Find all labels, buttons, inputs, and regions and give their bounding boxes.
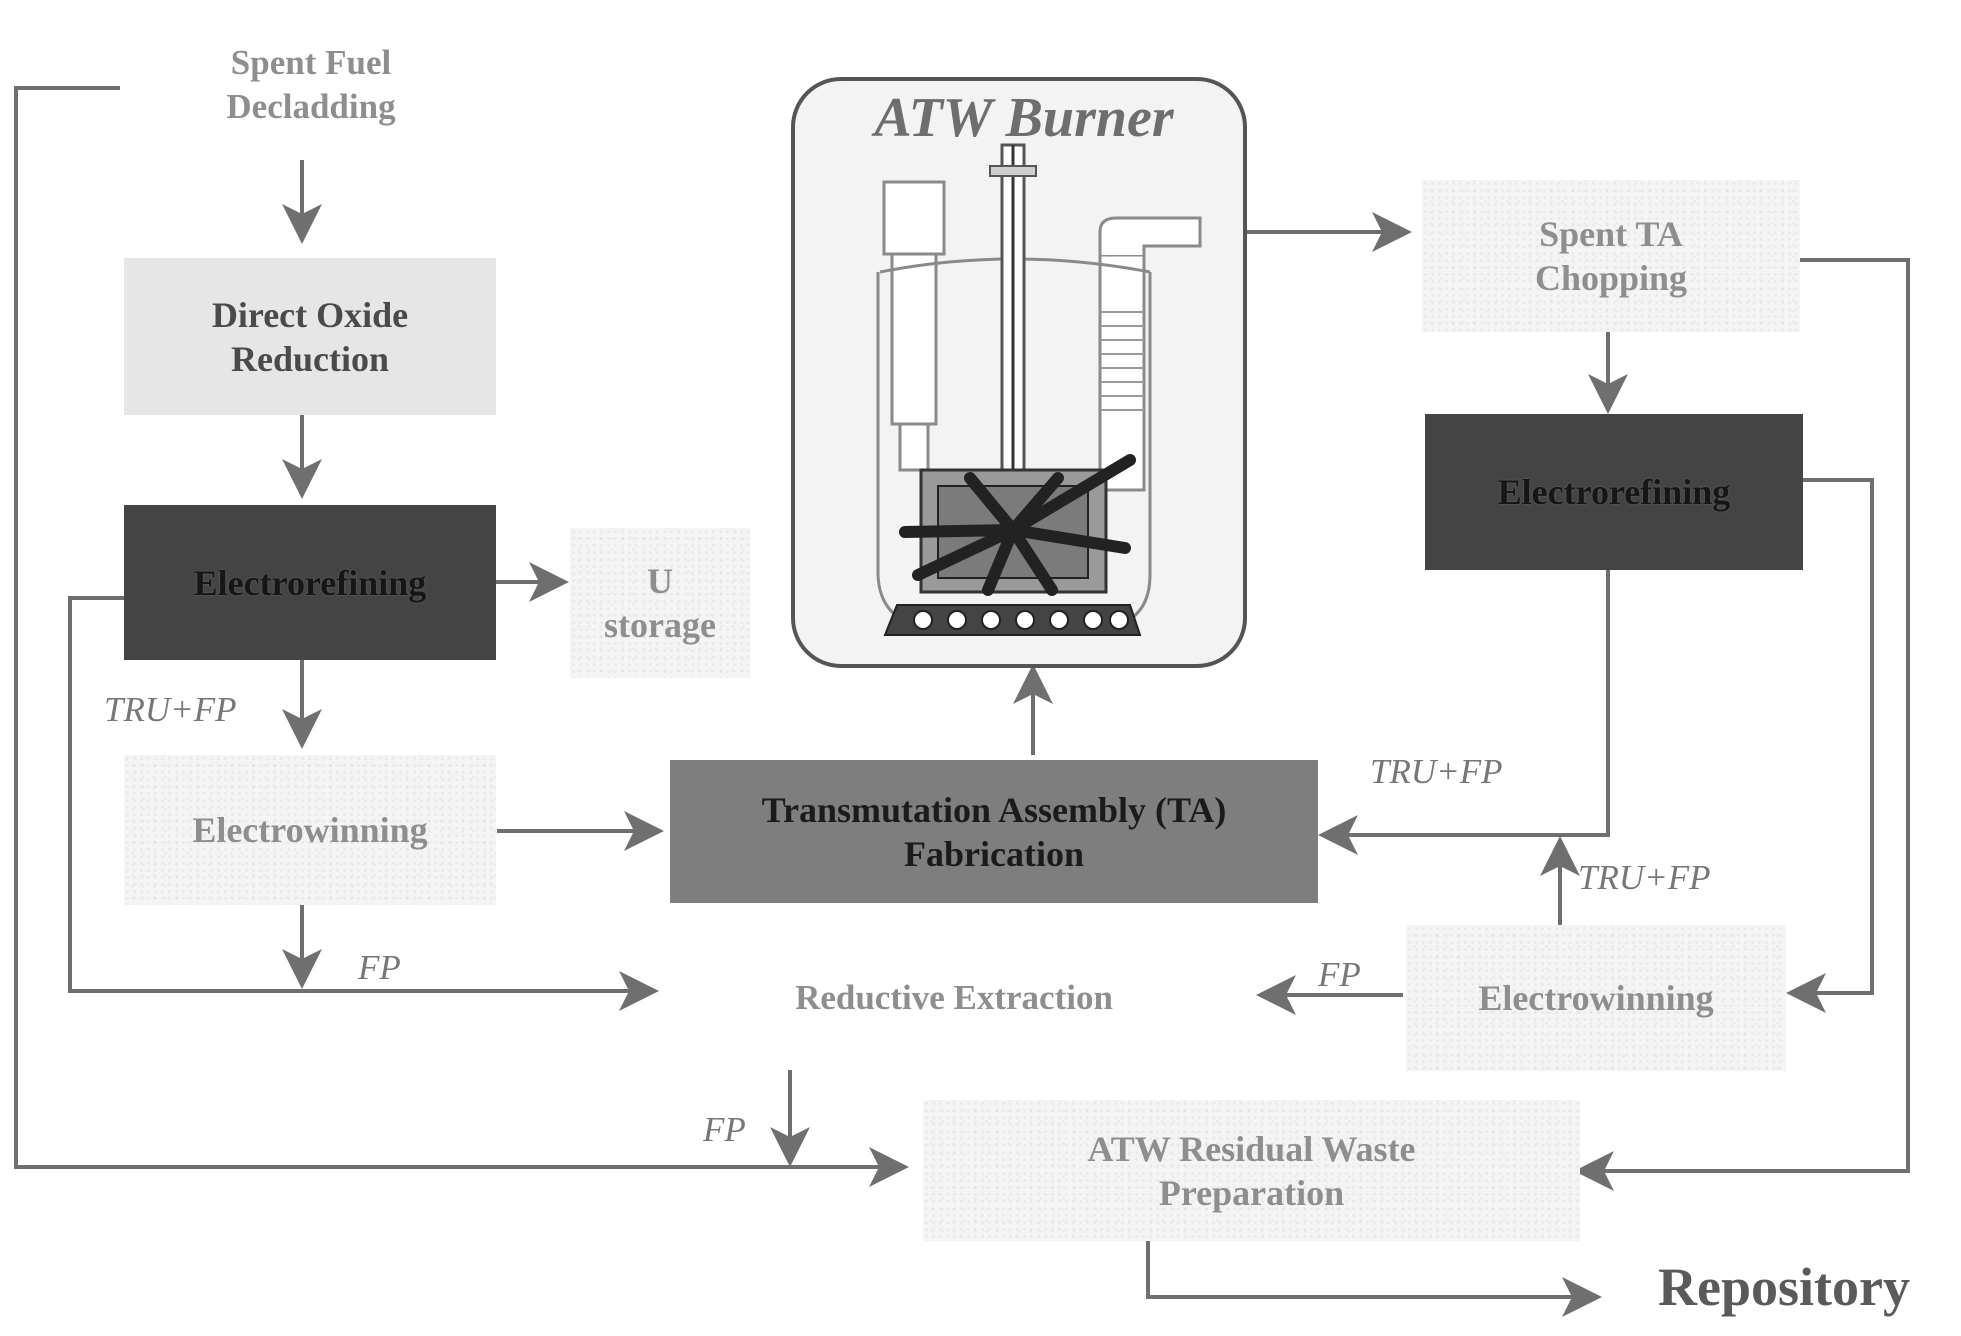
spallation-burst	[899, 454, 1136, 596]
repository-label: Repository	[1640, 1250, 1928, 1324]
arrow-electrorefining-bypass-to-reductive	[68, 596, 659, 1011]
direct-oxide-reduction-box: Direct Oxide Reduction	[124, 258, 496, 415]
flow-label-tru-fp-right-top: TRU+FP	[1370, 752, 1503, 791]
heat-exchanger	[1098, 253, 1146, 492]
reductive-extraction-box: Reductive Extraction	[660, 925, 1248, 1070]
residual-waste-box: ATW Residual Waste Preparation	[923, 1100, 1580, 1241]
arrow-spent-ta-to-residual-waste	[1574, 258, 1910, 1191]
beam-flange	[989, 165, 1037, 177]
arrow-residual-waste-to-repository	[1146, 1241, 1602, 1317]
flow-label-fp-left: FP	[358, 948, 401, 987]
pump-motor	[882, 180, 946, 256]
u-storage-box: U storage	[570, 528, 750, 678]
atw-burner-illustration	[791, 77, 1247, 668]
pump-lower	[898, 422, 930, 472]
electrowinning-left-box: Electrowinning	[124, 755, 496, 905]
flow-label-tru-fp-right-bottom: TRU+FP	[1578, 858, 1711, 897]
atw-burner-title: ATW Burner	[874, 87, 1174, 149]
arrow-electrorefining-right-to-ta-fabrication	[1318, 570, 1610, 855]
flow-label-fp-bottom: FP	[703, 1110, 746, 1149]
arrow-spentfuel-to-residual-waste	[14, 86, 909, 1187]
flow-label-fp-right: FP	[1318, 955, 1361, 994]
vessel-base	[883, 604, 1142, 636]
spent-fuel-decladding-box: Spent Fuel Decladding	[125, 10, 497, 160]
arrow-electrorefining-right-to-electrowinning	[1786, 478, 1874, 1013]
electrorefining-left-box: Electrorefining	[124, 505, 496, 660]
spent-ta-chopping-box: Spent TA Chopping	[1422, 180, 1800, 332]
hx-pipe	[1098, 216, 1202, 255]
ta-fabrication-box: Transmutation Assembly (TA) Fabrication	[670, 760, 1318, 903]
electrorefining-right-box: Electrorefining	[1425, 414, 1803, 570]
pump-shaft	[890, 252, 938, 426]
electrowinning-right-box: Electrowinning	[1406, 925, 1786, 1071]
flow-label-tru-fp-left: TRU+FP	[104, 690, 237, 729]
